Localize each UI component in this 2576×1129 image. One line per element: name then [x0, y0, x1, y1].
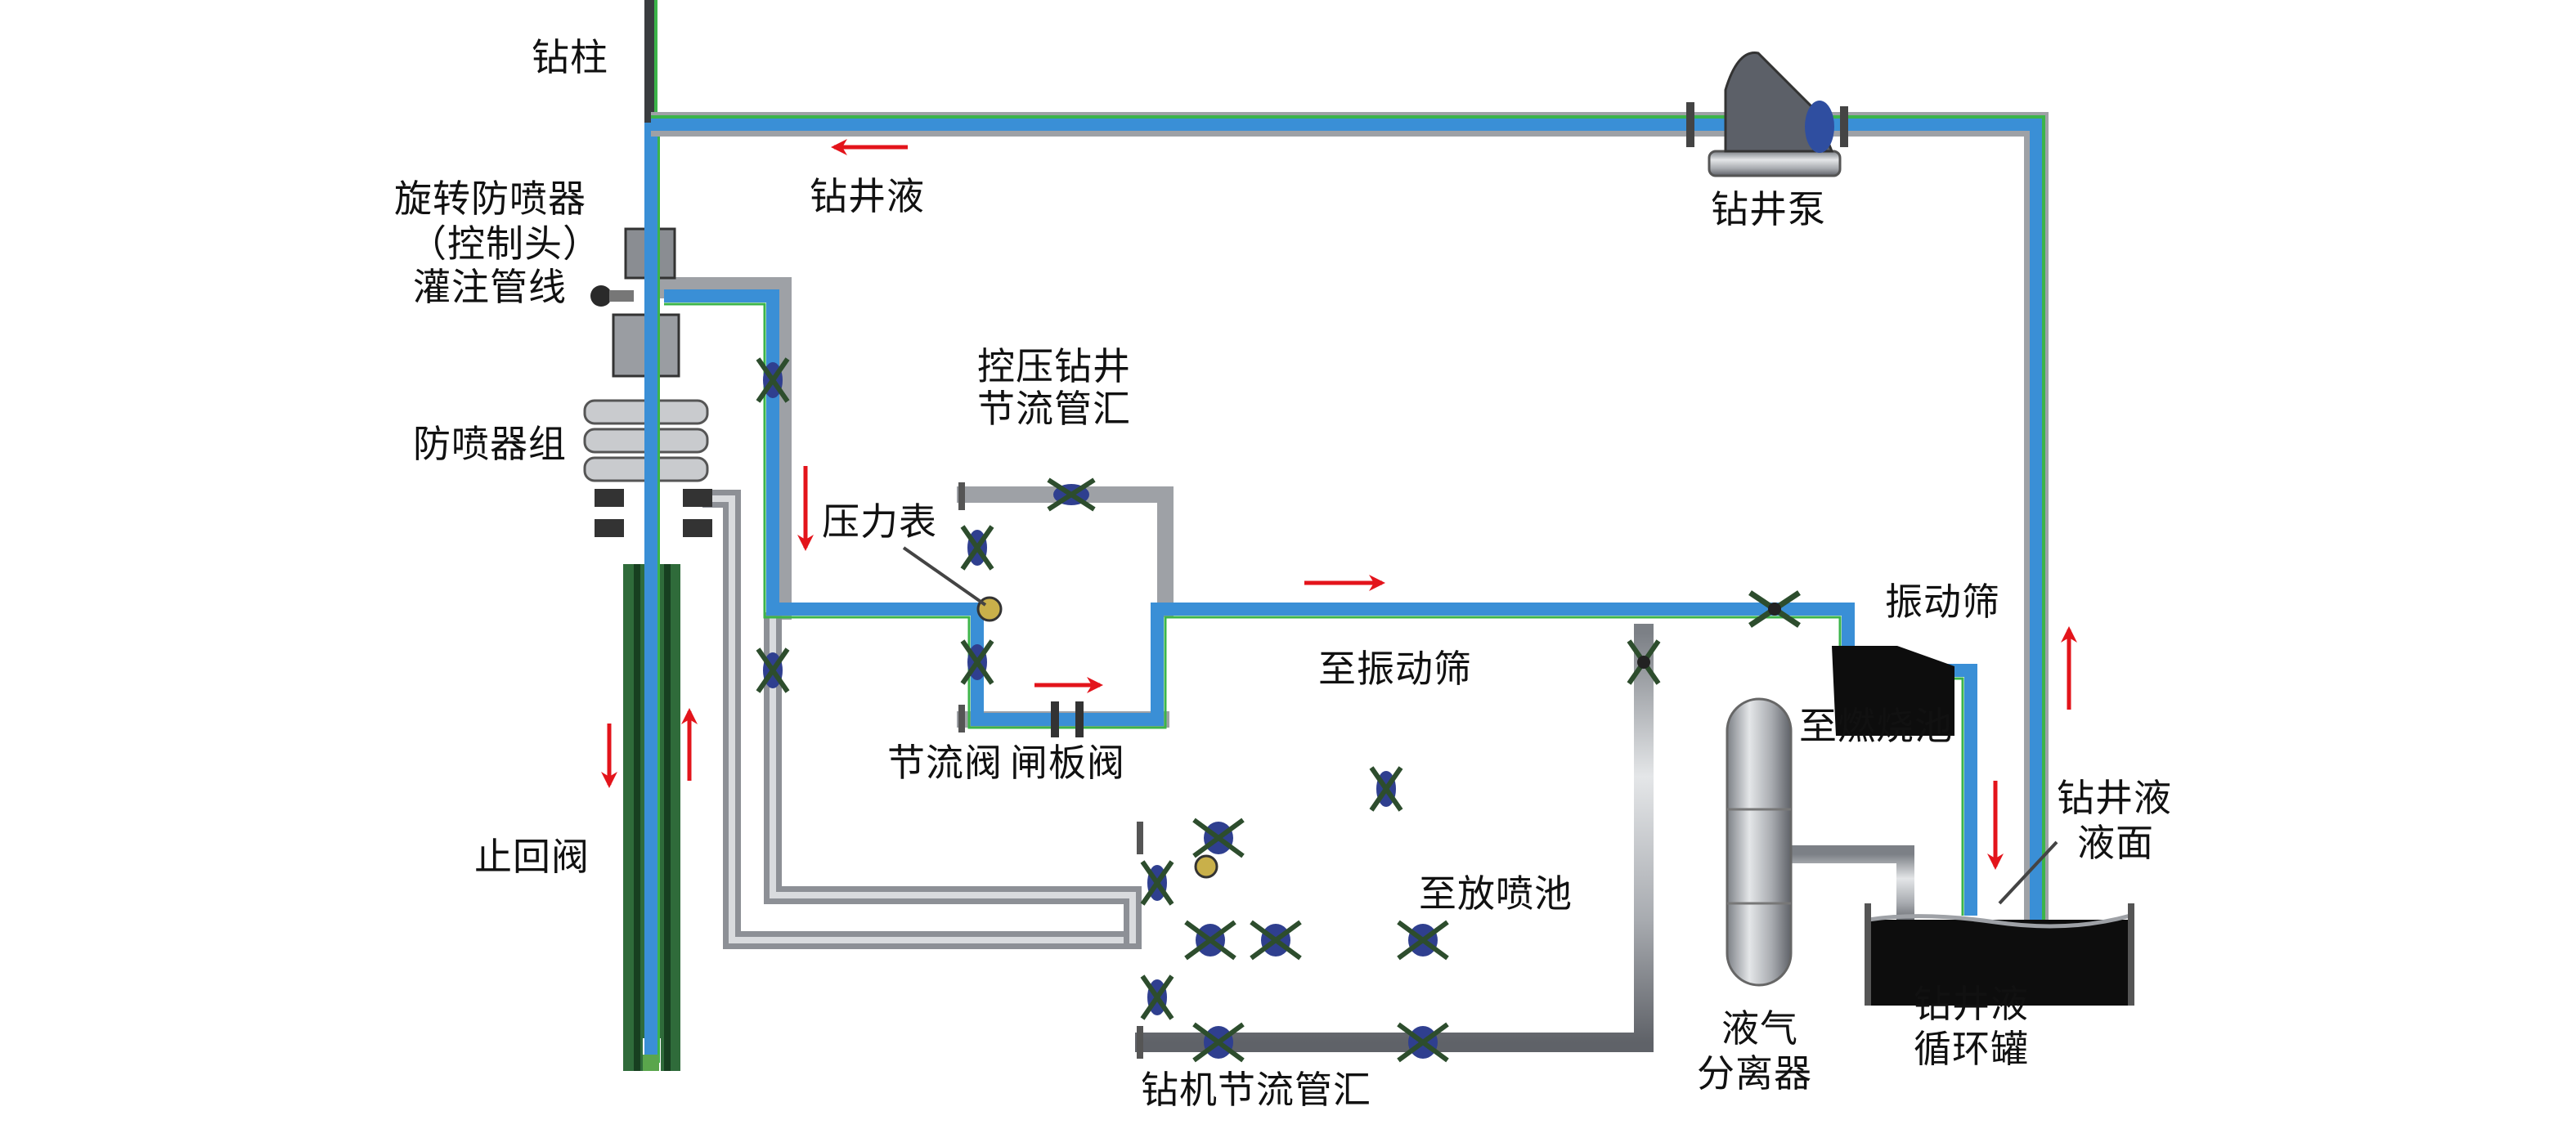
- mud-pump-icon: [1686, 52, 1848, 177]
- blind-flange: [958, 482, 965, 510]
- label-tank-1: 钻井液: [1914, 982, 2029, 1026]
- fluid-piping: [651, 112, 2049, 920]
- label-to-flare-pit: 至燃烧池: [1799, 704, 1953, 748]
- casing-inner-dark: [634, 564, 640, 1071]
- label-rcd-sub: （控制头）: [409, 222, 601, 266]
- rcm-valve: [1184, 920, 1236, 961]
- steel-mpd-top: [957, 486, 1174, 617]
- separator-line-valve: [1627, 639, 1661, 685]
- label-gate-valve: 闸板阀: [1010, 741, 1125, 785]
- label-check-valve: 止回阀: [474, 835, 590, 879]
- bop-side-valve: [595, 519, 624, 537]
- label-separator-1: 液气: [1721, 1006, 1798, 1051]
- gate-valve-mpd-bottom: [1051, 701, 1059, 737]
- label-mpd-manifold-1: 控压钻井: [977, 344, 1131, 388]
- fill-line-valve: [590, 285, 612, 307]
- rcm-valve-vertical: [1369, 766, 1403, 812]
- gate-valve-return-vertical: [756, 357, 790, 403]
- bop-side-valve: [683, 489, 712, 507]
- label-drilling-fluid-top: 钻井液: [810, 174, 925, 218]
- label-to-shaker: 至振动筛: [1318, 647, 1472, 691]
- rcm-pressure-gauge-icon: [1194, 854, 1218, 879]
- steel-rcm-bottom: [1135, 624, 1654, 1052]
- gas-separator-icon: [1726, 697, 1793, 987]
- bit: [643, 1055, 659, 1071]
- gate-valve-mpd-bottom: [1075, 701, 1084, 737]
- rcm-valve: [1397, 1022, 1449, 1063]
- fill-line-stub: [609, 290, 634, 302]
- label-mud-pump: 钻井泵: [1711, 187, 1826, 231]
- label-rcd: 旋转防喷器: [394, 177, 586, 221]
- label-bop-stack: 防喷器组: [413, 422, 567, 466]
- label-fill-line: 灌注管线: [413, 265, 567, 309]
- fluid-pipe-top-core: [651, 118, 2043, 920]
- mpd-left-valve-upper: [960, 525, 994, 571]
- blind-flange: [1137, 1026, 1143, 1059]
- pressure-gauge-leader: [902, 546, 987, 607]
- choke-valve: [960, 639, 994, 685]
- blind-flange: [958, 705, 965, 733]
- label-rig-choke-manifold: 钻机节流管汇: [1141, 1068, 1371, 1112]
- label-tank-2: 循环罐: [1914, 1027, 2029, 1071]
- casing-inner-dark: [664, 564, 671, 1071]
- label-separator-2: 分离器: [1697, 1051, 1812, 1095]
- rcm-valve: [1250, 920, 1302, 961]
- steel-pipe-kill-line-inner: [708, 495, 1132, 943]
- rcm-valve-vertical: [1140, 974, 1174, 1020]
- steel-pipe-bypass-inner: [770, 618, 1136, 943]
- rcm-valve-vertical: [1140, 860, 1174, 906]
- rcm-valve: [1192, 818, 1245, 858]
- steel-pipe-wellhead-out: [648, 277, 792, 620]
- label-shaker: 振动筛: [1885, 580, 2000, 624]
- label-to-blowdown-pit: 至放喷池: [1419, 871, 1573, 916]
- mpd-top-valve: [1047, 477, 1096, 512]
- mud-tank-icon: [1865, 903, 2134, 1006]
- label-choke-valve: 节流阀: [887, 741, 1003, 785]
- shale-shaker-icon: [1832, 646, 1954, 736]
- label-drill-string: 钻柱: [532, 35, 608, 79]
- steel-separator-liquid-outlet: [1782, 845, 1914, 933]
- label-mpd-manifold-2: 节流管汇: [977, 387, 1131, 431]
- rcm-valve: [1397, 920, 1449, 961]
- rcm-valve: [1192, 1022, 1245, 1063]
- flow-arrows: [601, 139, 2077, 870]
- bop-side-valve: [595, 489, 624, 507]
- fluid-pipe-top-edge: [651, 115, 2045, 920]
- shaker-line-valve: [1748, 590, 1801, 628]
- drill-string-edge: [654, 0, 657, 123]
- mud-level-leader: [1998, 840, 2058, 905]
- label-mud-level-2: 液面: [2077, 821, 2154, 865]
- label-mud-level-1: 钻井液: [2057, 776, 2172, 820]
- gate-valve-bypass: [756, 647, 790, 693]
- bop-side-valve: [683, 519, 712, 537]
- wellbore: [583, 0, 712, 1075]
- string-fluid: [644, 123, 657, 1063]
- drill-string-top: [644, 0, 656, 123]
- label-pressure-gauge: 压力表: [822, 500, 937, 544]
- string-fluid-edge: [657, 123, 660, 1063]
- blind-flange: [1137, 822, 1143, 854]
- steel-piping: [648, 277, 1914, 1061]
- valves: [756, 357, 1801, 1063]
